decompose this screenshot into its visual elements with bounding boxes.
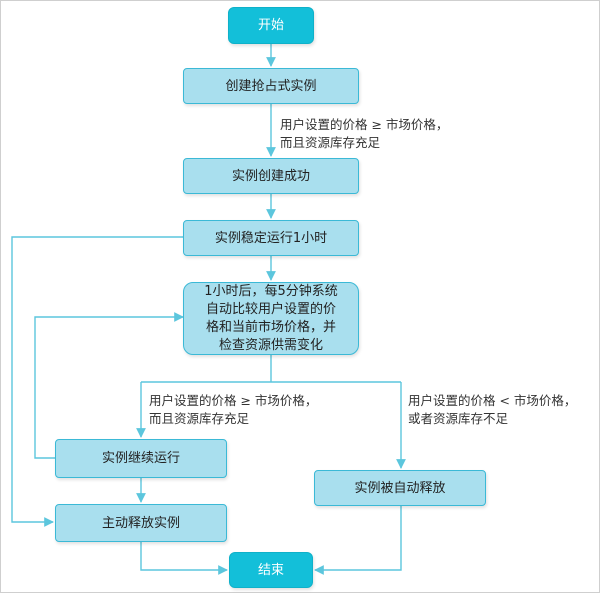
- price-check-line-2: 自动比较用户设置的价: [205, 301, 336, 317]
- edge-continue-loop: [34, 312, 184, 459]
- price-check-line-3: 格和当前市场价格，并: [205, 319, 336, 335]
- condition-keep-running: 用户设置的价格 ≥ 市场价格， 而且资源库存充足: [149, 392, 317, 428]
- instance-stable-label: 实例稳定运行1小时: [214, 230, 328, 246]
- auto-release-label: 实例被自动释放: [354, 480, 446, 496]
- instance-stable-node: 实例稳定运行1小时: [183, 220, 359, 256]
- end-node: 结束: [229, 552, 313, 588]
- edge-stable-manual-release: [11, 236, 183, 527]
- condition-release-line-1: 用户设置的价格 < 市场价格，: [408, 393, 577, 408]
- price-check-node: 1小时后，每5分钟系统 自动比较用户设置的价 格和当前市场价格，并 检查资源供需…: [183, 282, 359, 355]
- instance-continue-label: 实例继续运行: [101, 451, 180, 466]
- end-node-label: 结束: [257, 562, 284, 578]
- price-check-line-4: 检查资源供需变化: [218, 337, 323, 353]
- auto-release-node: 实例被自动释放: [314, 470, 486, 506]
- start-node-label: 开始: [257, 18, 284, 33]
- create-instance-label: 创建抢占式实例: [225, 78, 317, 94]
- price-check-text: 1小时后，每5分钟系统 自动比较用户设置的价 格和当前市场价格，并 检查资源供需…: [204, 283, 338, 355]
- manual-release-label: 主动释放实例: [101, 515, 180, 531]
- edge-manual-release-end: [140, 542, 228, 575]
- manual-release-node: 主动释放实例: [55, 504, 227, 542]
- condition-keep-running-line-1: 用户设置的价格 ≥ 市场价格，: [149, 393, 318, 408]
- condition-create-ok-line-1: 用户设置的价格 ≥ 市场价格，: [280, 117, 449, 132]
- start-node: 开始: [228, 7, 314, 44]
- instance-created-node: 实例创建成功: [183, 158, 359, 194]
- condition-release-line-2: 或者资源库存不足: [408, 411, 509, 426]
- price-check-line-1: 1小时后，每5分钟系统: [204, 283, 338, 299]
- edge-auto-release-end: [314, 506, 402, 575]
- condition-keep-running-line-2: 而且资源库存充足: [149, 411, 250, 426]
- condition-create-ok: 用户设置的价格 ≥ 市场价格， 而且资源库存充足: [280, 116, 448, 152]
- create-instance-node: 创建抢占式实例: [183, 68, 359, 104]
- instance-continue-node: 实例继续运行: [55, 439, 227, 478]
- condition-create-ok-line-2: 而且资源库存充足: [280, 135, 381, 150]
- condition-release: 用户设置的价格 < 市场价格， 或者资源库存不足: [408, 392, 576, 428]
- instance-created-label: 实例创建成功: [231, 168, 310, 184]
